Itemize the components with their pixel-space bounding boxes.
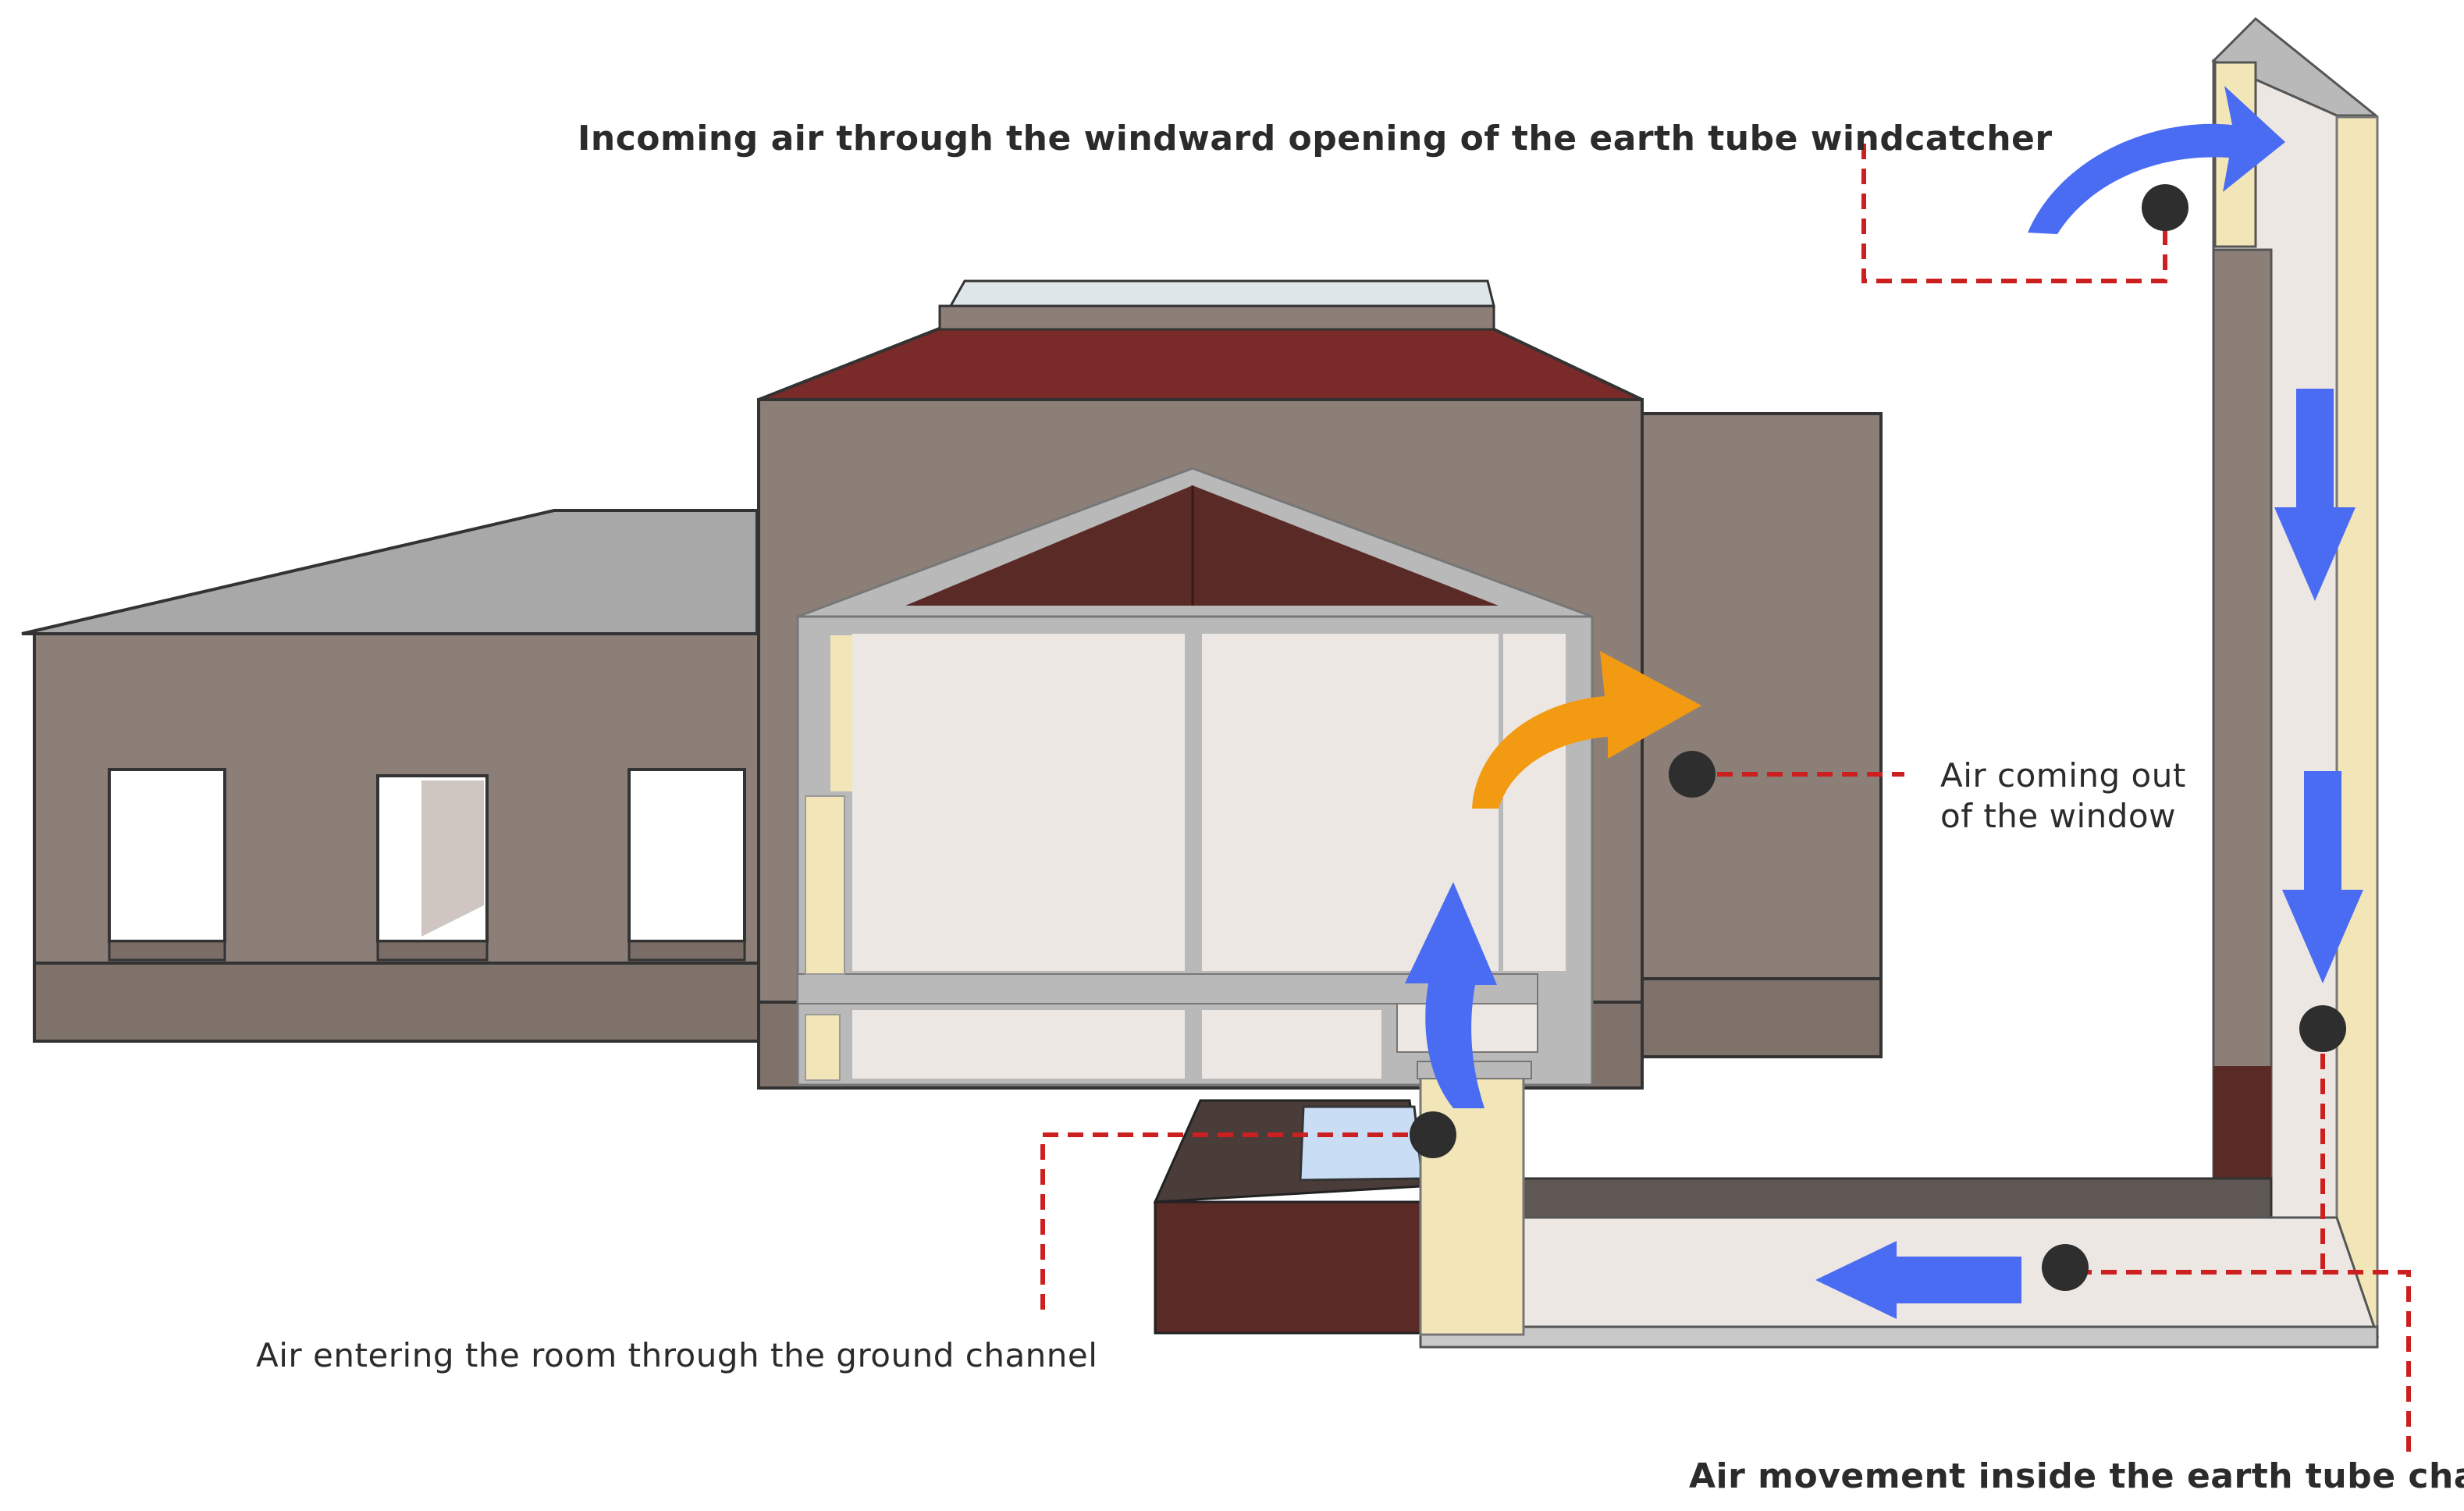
insulation-panel-mid [805,795,845,975]
windcatcher-shaft-face [2212,248,2273,1180]
arrow-up-into-room [1405,882,1497,1108]
marker-air-movement-horizontal [2042,1244,2089,1291]
label-air-out-line2: of the window [1940,797,2176,835]
insulation-panel-low [805,1014,841,1081]
leader-air-movement-vertical [2068,1029,2325,1275]
central-roof [758,326,1643,401]
arrow-incoming-air [2028,86,2285,234]
arrow-air-out-window [1472,651,1701,809]
leader-air-movement-out [2323,1270,2411,1452]
left-wing-roof [21,509,759,635]
left-wing-plinth [33,962,762,1043]
room-interior-strip [1503,634,1566,971]
window-left-1-sill [108,940,226,962]
windcatcher-insulation [2335,116,2379,1336]
channel-riser [1419,1068,1525,1336]
room-interior-left [852,634,1185,971]
arrow-down-1 [2274,389,2356,601]
marker-incoming-air [2142,184,2188,231]
roof-skylight-base [938,304,1495,331]
window-left-3-sill [628,940,746,962]
windcatcher-shaft-brick [2213,1066,2271,1179]
right-annex-plinth [1637,977,1883,1058]
window-left-2-sill [376,940,489,962]
gable-brick [905,485,1499,606]
marker-air-entering [1410,1111,1456,1158]
channel-top-face [1522,1177,2273,1219]
room-lower-right [1202,1010,1381,1079]
inlet-brick-body [1154,1200,1427,1335]
inlet-glass [1299,1105,1424,1182]
marker-air-movement-vertical [2299,1005,2346,1052]
leader-incoming-air [1861,144,2167,283]
leader-lines [1040,144,2411,1452]
label-air-entering: Air entering the room through the ground… [256,1336,1098,1374]
marker-air-out [1669,751,1716,798]
label-incoming-air: Incoming air through the windward openin… [578,119,2053,158]
arrow-down-2 [2282,771,2363,983]
leader-air-entering [1040,1132,1433,1319]
window-left-1 [108,768,226,943]
window-left-3 [628,768,746,943]
window-left-2-interior [421,780,484,937]
room-lower-left [852,1010,1185,1079]
label-air-out-line1: Air coming out [1940,756,2186,795]
label-air-out: Air coming out of the window [1940,756,2186,837]
channel-floor-edge [1419,1325,2379,1349]
insulation-panel-upper [830,635,852,791]
roof-skylight [948,279,1495,308]
label-air-movement: Air movement inside the earth tube chann… [1689,1456,2464,1496]
arrow-channel-left [1815,1241,2021,1319]
